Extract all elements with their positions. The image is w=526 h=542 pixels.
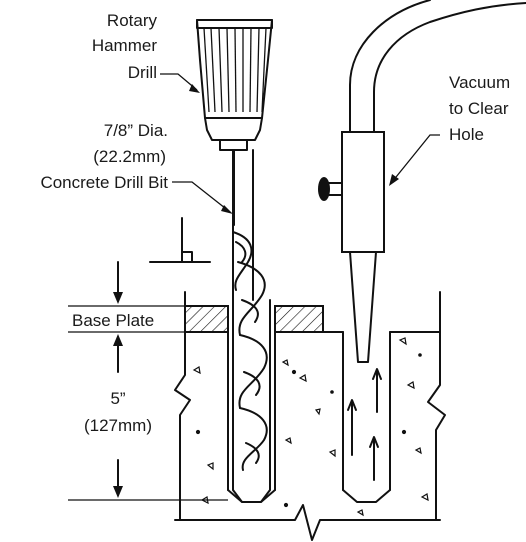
label-bit-diameter: 7/8” Dia. [104,121,168,140]
rotary-hammer-drill [196,19,273,151]
label-drill-line2: Hammer [92,36,158,55]
airflow-arrows [347,368,382,481]
concrete-slab [174,291,446,541]
perpendicular-symbol [149,217,211,263]
concrete-drill-bit [232,149,271,503]
label-drill-line1: Rotary [107,11,158,30]
label-vacuum-line2: to Clear [449,99,509,118]
label-base-plate: Base Plate [72,311,154,330]
label-bit-metric: (22.2mm) [93,147,166,166]
label-vacuum-line3: Hole [449,125,484,144]
labels: Rotary Hammer Drill 7/8” Dia. (22.2mm) C… [40,11,510,435]
leader-lines [160,73,440,214]
dimension-lines [68,261,228,501]
label-depth-metric: (127mm) [84,416,152,435]
label-depth-imperial: 5” [110,389,125,408]
vacuum-tool [318,0,526,481]
base-plate [184,305,324,333]
aggregate-specks [192,337,429,517]
label-vacuum-line1: Vacuum [449,73,510,92]
label-drill-line3: Drill [128,63,157,82]
label-bit-name: Concrete Drill Bit [40,173,168,192]
